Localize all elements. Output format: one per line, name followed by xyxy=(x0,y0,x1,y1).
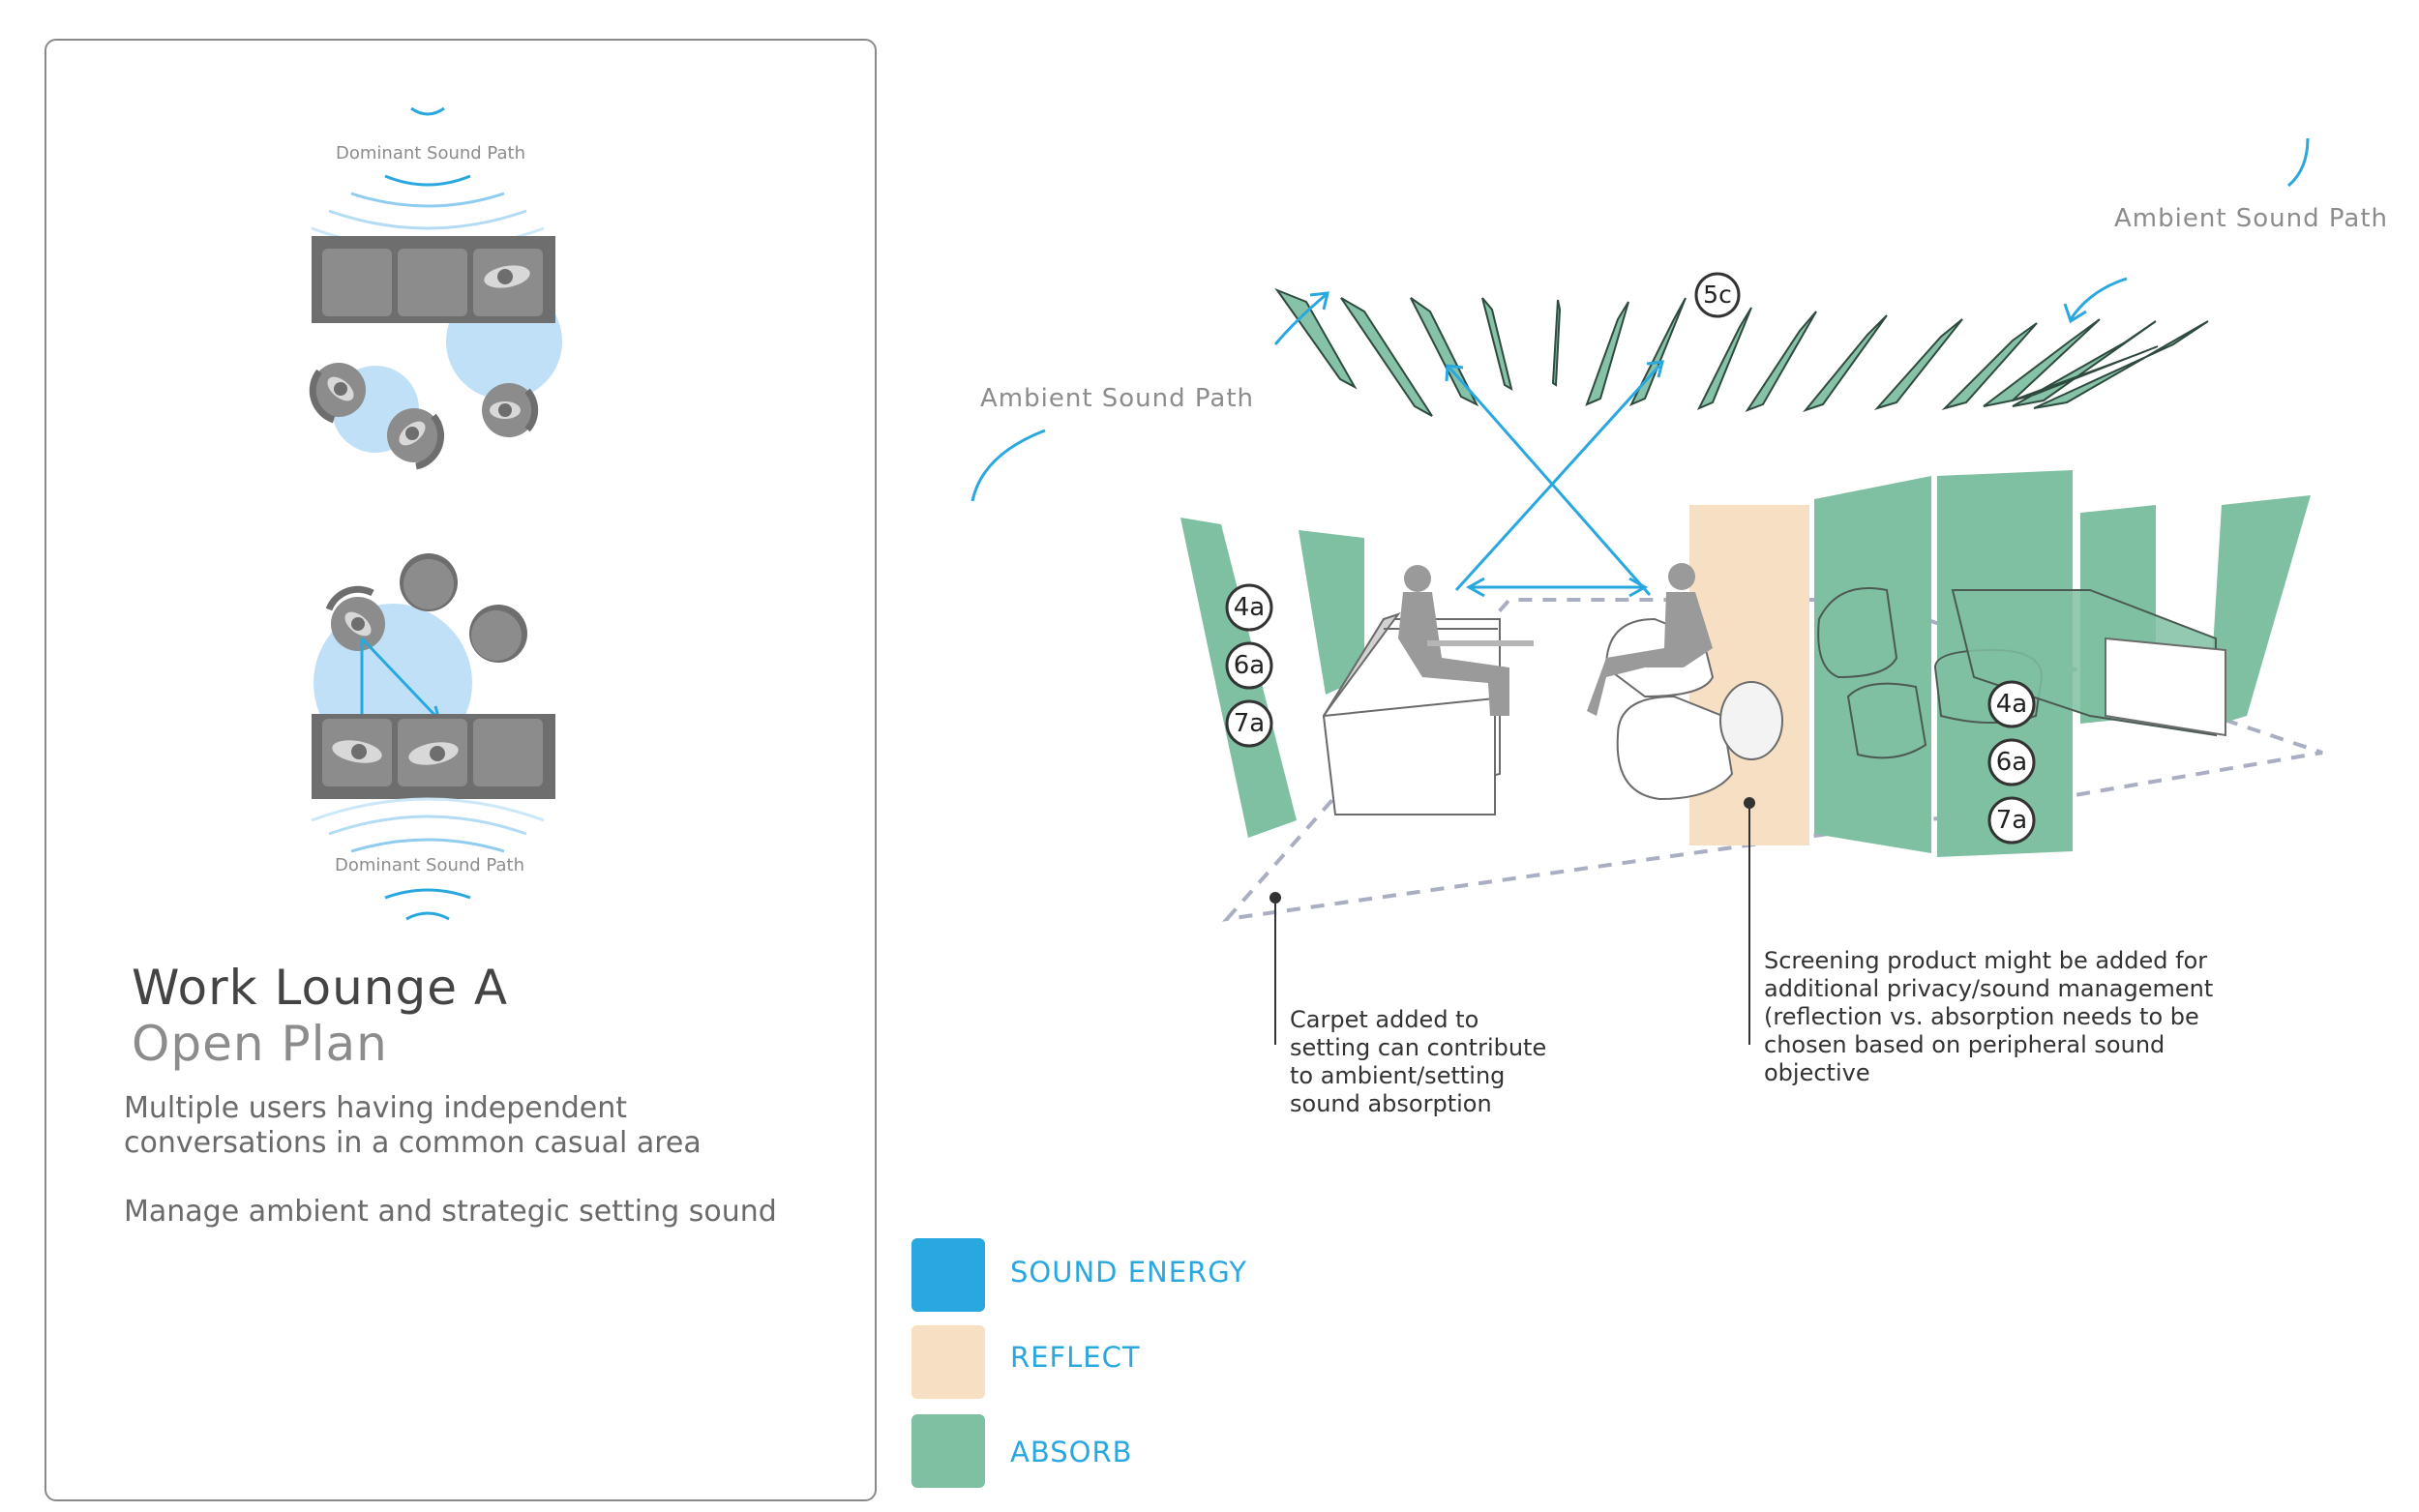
legend-swatch-sound-energy xyxy=(911,1238,985,1312)
tag-ceiling: 5c xyxy=(1703,281,1732,309)
top-sound-arcs xyxy=(311,106,545,252)
ambient-sound-arrows xyxy=(1273,277,2128,345)
note-carpet: Carpet added to setting can contribute t… xyxy=(1290,1006,1547,1117)
lounge-chair xyxy=(325,585,385,651)
info-card xyxy=(45,39,877,1501)
lounge-chair xyxy=(469,605,527,663)
sound-energy-arrows xyxy=(1445,360,1664,598)
legend-label-reflect: REFLECT xyxy=(1010,1341,1141,1374)
bottom-sound-arcs xyxy=(311,797,545,921)
bottom-plan-label: Dominant Sound Path xyxy=(335,855,524,875)
lounge-chair xyxy=(309,363,366,424)
lounge-chair xyxy=(400,553,458,611)
top-plan-label: Dominant Sound Path xyxy=(336,143,525,163)
bottom-floor-plan xyxy=(311,553,555,921)
callout-dot-screen xyxy=(1744,797,1755,809)
legend-label-absorb: ABSORB xyxy=(1010,1436,1133,1468)
ambient-arc-right xyxy=(2287,137,2310,188)
tag-left-1: 4a xyxy=(1233,593,1266,622)
ceiling-baffles xyxy=(1274,287,2209,417)
tag-right-1: 4a xyxy=(1995,690,2028,719)
legend-label-sound-energy: SOUND ENERGY xyxy=(1010,1256,1247,1289)
top-floor-plan xyxy=(309,106,562,470)
ambient-arc-left xyxy=(971,429,1046,502)
ambient-label-right: Ambient Sound Path xyxy=(2114,204,2389,233)
tag-right-3: 7a xyxy=(1995,806,2028,835)
description-primary: Multiple users having independent conver… xyxy=(124,1091,702,1160)
legend-swatch-reflect xyxy=(911,1325,985,1399)
tag-circles xyxy=(1225,272,2036,845)
seated-person xyxy=(1587,563,1713,716)
lounge-chair xyxy=(387,408,445,470)
callout-leaders xyxy=(1274,803,1750,1045)
legend-swatch-absorb xyxy=(911,1414,985,1488)
tag-right-2: 6a xyxy=(1995,748,2028,777)
tag-left-3: 7a xyxy=(1233,709,1266,738)
seated-person xyxy=(1398,565,1534,716)
ambient-label-left: Ambient Sound Path xyxy=(980,384,1255,413)
lounge-chair xyxy=(482,383,539,437)
note-screening: Screening product might be added for add… xyxy=(1764,947,2214,1086)
callout-dot-carpet xyxy=(1269,892,1281,904)
tag-left-2: 6a xyxy=(1233,651,1266,680)
page-subtitle: Open Plan xyxy=(132,1016,388,1072)
side-table xyxy=(2105,637,2226,737)
isometric-setting-diagram xyxy=(971,137,2323,1045)
plan-views xyxy=(309,106,562,921)
page-title: Work Lounge A xyxy=(132,960,509,1016)
description-secondary: Manage ambient and strategic setting sou… xyxy=(124,1195,777,1229)
